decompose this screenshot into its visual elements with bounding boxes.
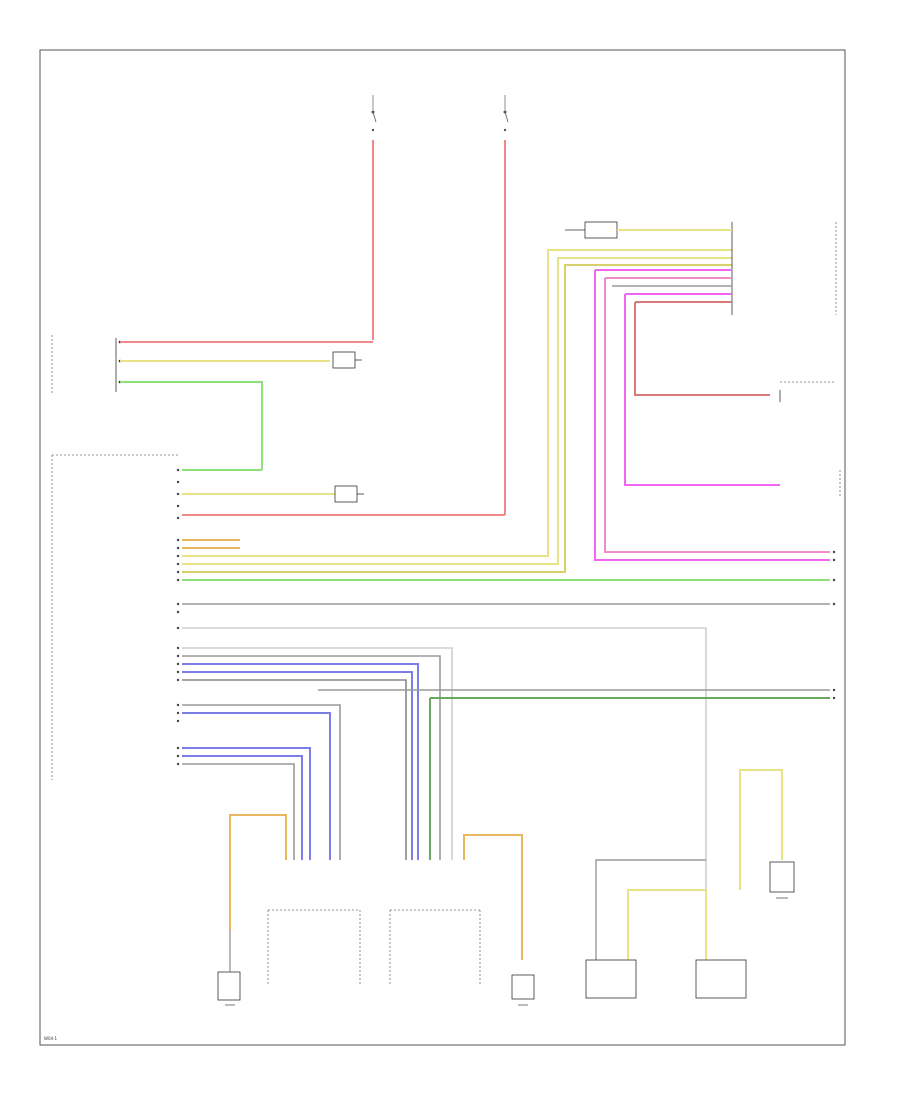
wire-magenta-2-drop [624,294,780,486]
module-pins [176,468,180,766]
wire-gray-6 [182,763,295,860]
wire-red-brown-drop [634,302,770,396]
wire-yellow-long-2 [182,257,732,565]
wire-blue-1 [182,663,419,860]
wire-yellow-lcl [627,889,706,960]
wire-gray-2 [182,647,453,860]
left-license-lamp [217,930,241,1001]
ground-symbols [225,897,788,1006]
wire-pink-1-drop [604,278,830,553]
wire-lightgray-1 [182,627,707,890]
diagram-frame [39,49,846,1046]
wire-gray-4 [182,679,407,860]
wire-orange-left [229,814,287,930]
switch-right-middle [779,381,836,402]
right-tail-light-assembly [389,909,481,985]
right-edge-pins [832,550,836,700]
right-license-lamp [511,974,535,1000]
main-module [51,454,180,780]
trunk-lamp [769,861,795,893]
switch-cluster-upper-right [565,221,837,315]
left-luggage-compartment-light [585,959,637,999]
wire-gray-5 [182,704,341,860]
left-tail-light-assembly [267,909,361,985]
fuse-feed-right [503,95,509,515]
stop-light-switch [51,335,122,395]
wire-orange-right [463,834,523,960]
fuse-feed-left [371,95,377,340]
ground-block-upper [332,351,356,369]
wire-gray-lcl [595,859,706,960]
wire-blue-5 [182,755,303,860]
wire-yellow-long-1 [182,249,732,557]
footer-code: W04-1 [44,1036,57,1041]
right-luggage-compartment-light [695,959,747,999]
wire-blue-3 [182,712,331,860]
wire-magenta-drop [594,270,830,561]
wire-blue-2 [182,671,413,860]
wire-green-upper [120,381,263,470]
wire-yellow-long-3 [182,264,732,573]
wire-yellow-trunk [739,769,783,890]
wire-gray-3 [182,655,441,860]
wire-blue-4 [182,747,311,860]
ground-block-middle [334,485,358,503]
